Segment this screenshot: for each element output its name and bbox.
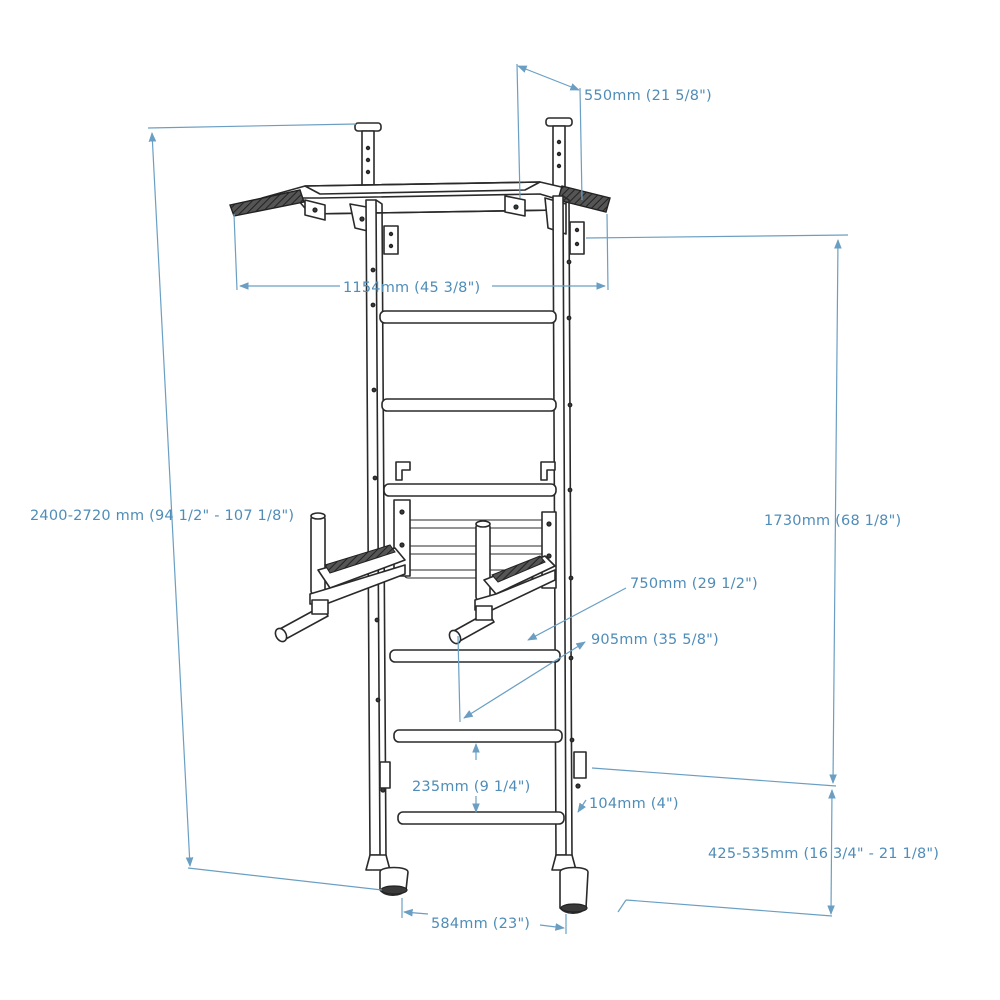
label-dip-depth: 905mm (35 5/8") — [591, 632, 719, 648]
label-pullup-width: 1154mm (45 3/8") — [343, 280, 480, 296]
ceiling-post-left — [354, 122, 382, 190]
bracket-bottom-right — [573, 751, 587, 779]
upright-left — [365, 199, 387, 859]
dip-arm-right — [448, 520, 556, 645]
dimension-labels: 550mm (21 5/8") 2400-2720 mm (94 1/2" - … — [30, 88, 939, 932]
grip-left — [229, 189, 305, 217]
foot-left — [365, 854, 409, 897]
label-dip-width: 750mm (29 1/2") — [630, 576, 758, 592]
wall-bars-equipment — [229, 117, 611, 915]
bracket-bottom-left — [379, 761, 391, 789]
ceiling-post-right — [545, 117, 573, 189]
label-rung-spacing: 235mm (9 1/4") — [412, 779, 531, 795]
label-lower-height: 425-535mm (16 3/4" - 21 1/8") — [708, 846, 939, 862]
label-frame-width: 584mm (23") — [431, 916, 530, 932]
label-upper-height: 1730mm (68 1/8") — [764, 513, 901, 529]
foot-right — [551, 854, 589, 915]
label-top-depth: 550mm (21 5/8") — [584, 88, 712, 104]
dimension-lines — [147, 63, 849, 934]
bracket-top-right — [569, 221, 585, 255]
label-total-height: 2400-2720 mm (94 1/2" - 107 1/8") — [30, 508, 294, 524]
label-wall-offset: 104mm (4") — [589, 796, 679, 812]
dip-arm-left — [274, 512, 406, 643]
bracket-top-left — [383, 225, 399, 255]
pullup-bar-frame — [261, 181, 601, 235]
